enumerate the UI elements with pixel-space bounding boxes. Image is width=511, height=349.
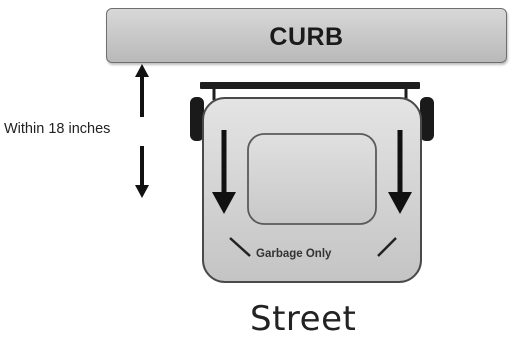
bin-label: Garbage Only	[256, 248, 331, 260]
left-wheel	[190, 97, 204, 141]
distance-label: Within 18 inches	[4, 121, 110, 137]
street-label: Street	[250, 302, 356, 336]
distance-arrow	[135, 64, 149, 198]
right-wheel	[420, 97, 434, 141]
